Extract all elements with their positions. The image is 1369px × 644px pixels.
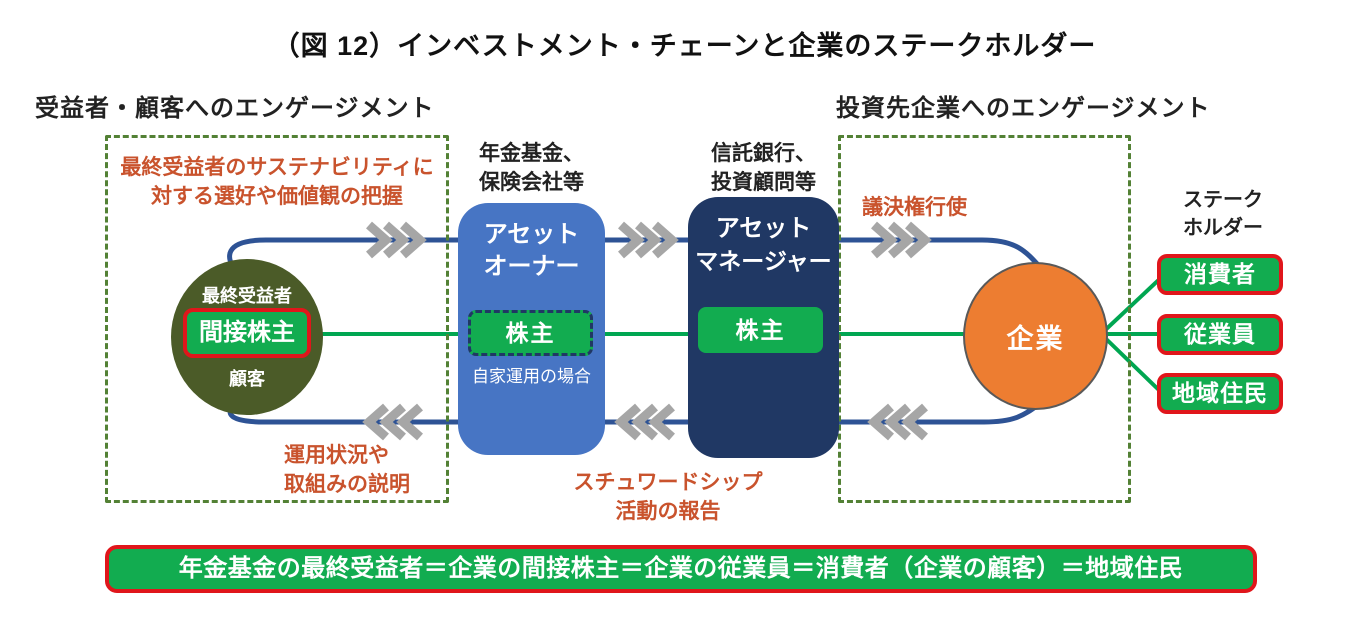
- label-line: ホルダー: [1183, 217, 1263, 239]
- asset-manager-label: アセット マネージャー: [688, 213, 839, 277]
- left-engagement-zone: [105, 135, 449, 503]
- equality-banner: 年金基金の最終受益者＝企業の間接株主＝企業の従業員＝消費者（企業の顧客）＝地域住…: [105, 545, 1257, 593]
- management-report-note: 運用状況や 取組みの説明: [284, 441, 484, 499]
- note-line: スチュワードシップ: [573, 471, 763, 494]
- sustainability-preference-note: 最終受益者のサステナビリティに 対する選好や価値観の把握: [118, 153, 436, 211]
- label-line: アセット: [483, 221, 580, 248]
- chevron-left-icon: [867, 403, 928, 441]
- shareholder-badge-owner: 株主: [468, 310, 593, 356]
- stakeholder-item-employee: 従業員: [1157, 314, 1283, 355]
- left-engagement-heading: 受益者・顧客へのエンゲージメント: [35, 95, 435, 122]
- beneficiary-circle: 最終受益者 間接株主 顧客: [171, 259, 323, 415]
- stakeholder-heading: ステーク ホルダー: [1163, 186, 1283, 242]
- label-line: ステーク: [1183, 189, 1263, 211]
- figure-title: （図 12）インベストメント・チェーンと企業のステークホルダー: [272, 31, 1097, 61]
- stewardship-report-note: スチュワードシップ 活動の報告: [568, 468, 768, 526]
- stakeholder-link-line: [1099, 332, 1165, 396]
- chevron-right-icon: [871, 221, 932, 259]
- pension-fund-label: 年金基金、 保険会社等: [450, 139, 613, 197]
- stakeholder-link-line: [1099, 272, 1167, 336]
- label-line: マネージャー: [695, 248, 832, 274]
- label-line: 投資顧問等: [711, 171, 816, 194]
- note-line: 最終受益者のサステナビリティに: [120, 156, 434, 179]
- chevron-left-icon: [362, 403, 423, 441]
- chevron-right-icon: [366, 221, 427, 259]
- stakeholder-item-consumer: 消費者: [1157, 254, 1283, 295]
- label-line: 信託銀行、: [711, 142, 816, 165]
- self-management-note: 自家運用の場合: [472, 367, 591, 386]
- stakeholder-item-resident: 地域住民: [1157, 373, 1283, 414]
- right-engagement-zone: [838, 135, 1131, 503]
- voting-rights-note: 議決権行使: [862, 196, 967, 219]
- label-line: アセット: [715, 215, 812, 242]
- trust-bank-label: 信託銀行、 投資顧問等: [682, 139, 845, 197]
- label-line: 保険会社等: [479, 171, 584, 194]
- label-line: 年金基金、: [479, 142, 584, 165]
- chevron-right-icon: [618, 221, 679, 259]
- company-label: 企業: [1006, 323, 1065, 354]
- asset-owner-box: アセット オーナー 株主 自家運用の場合: [458, 203, 605, 455]
- asset-owner-label: アセット オーナー: [458, 219, 605, 283]
- note-line: 活動の報告: [615, 500, 721, 523]
- note-line: 運用状況や: [284, 444, 389, 467]
- ultimate-beneficiary-label: 最終受益者: [202, 286, 292, 306]
- note-line: 取組みの説明: [284, 473, 410, 496]
- chevron-left-icon: [614, 403, 675, 441]
- right-engagement-heading: 投資先企業へのエンゲージメント: [836, 95, 1211, 122]
- shareholder-badge-manager: 株主: [698, 307, 823, 353]
- indirect-shareholder-badge: 間接株主: [183, 308, 311, 358]
- company-circle: 企業: [963, 262, 1108, 410]
- label-line: オーナー: [483, 253, 580, 280]
- asset-manager-box: アセット マネージャー 株主: [688, 197, 839, 458]
- note-line: 対する選好や価値観の把握: [151, 185, 403, 208]
- customer-label: 顧客: [229, 369, 265, 389]
